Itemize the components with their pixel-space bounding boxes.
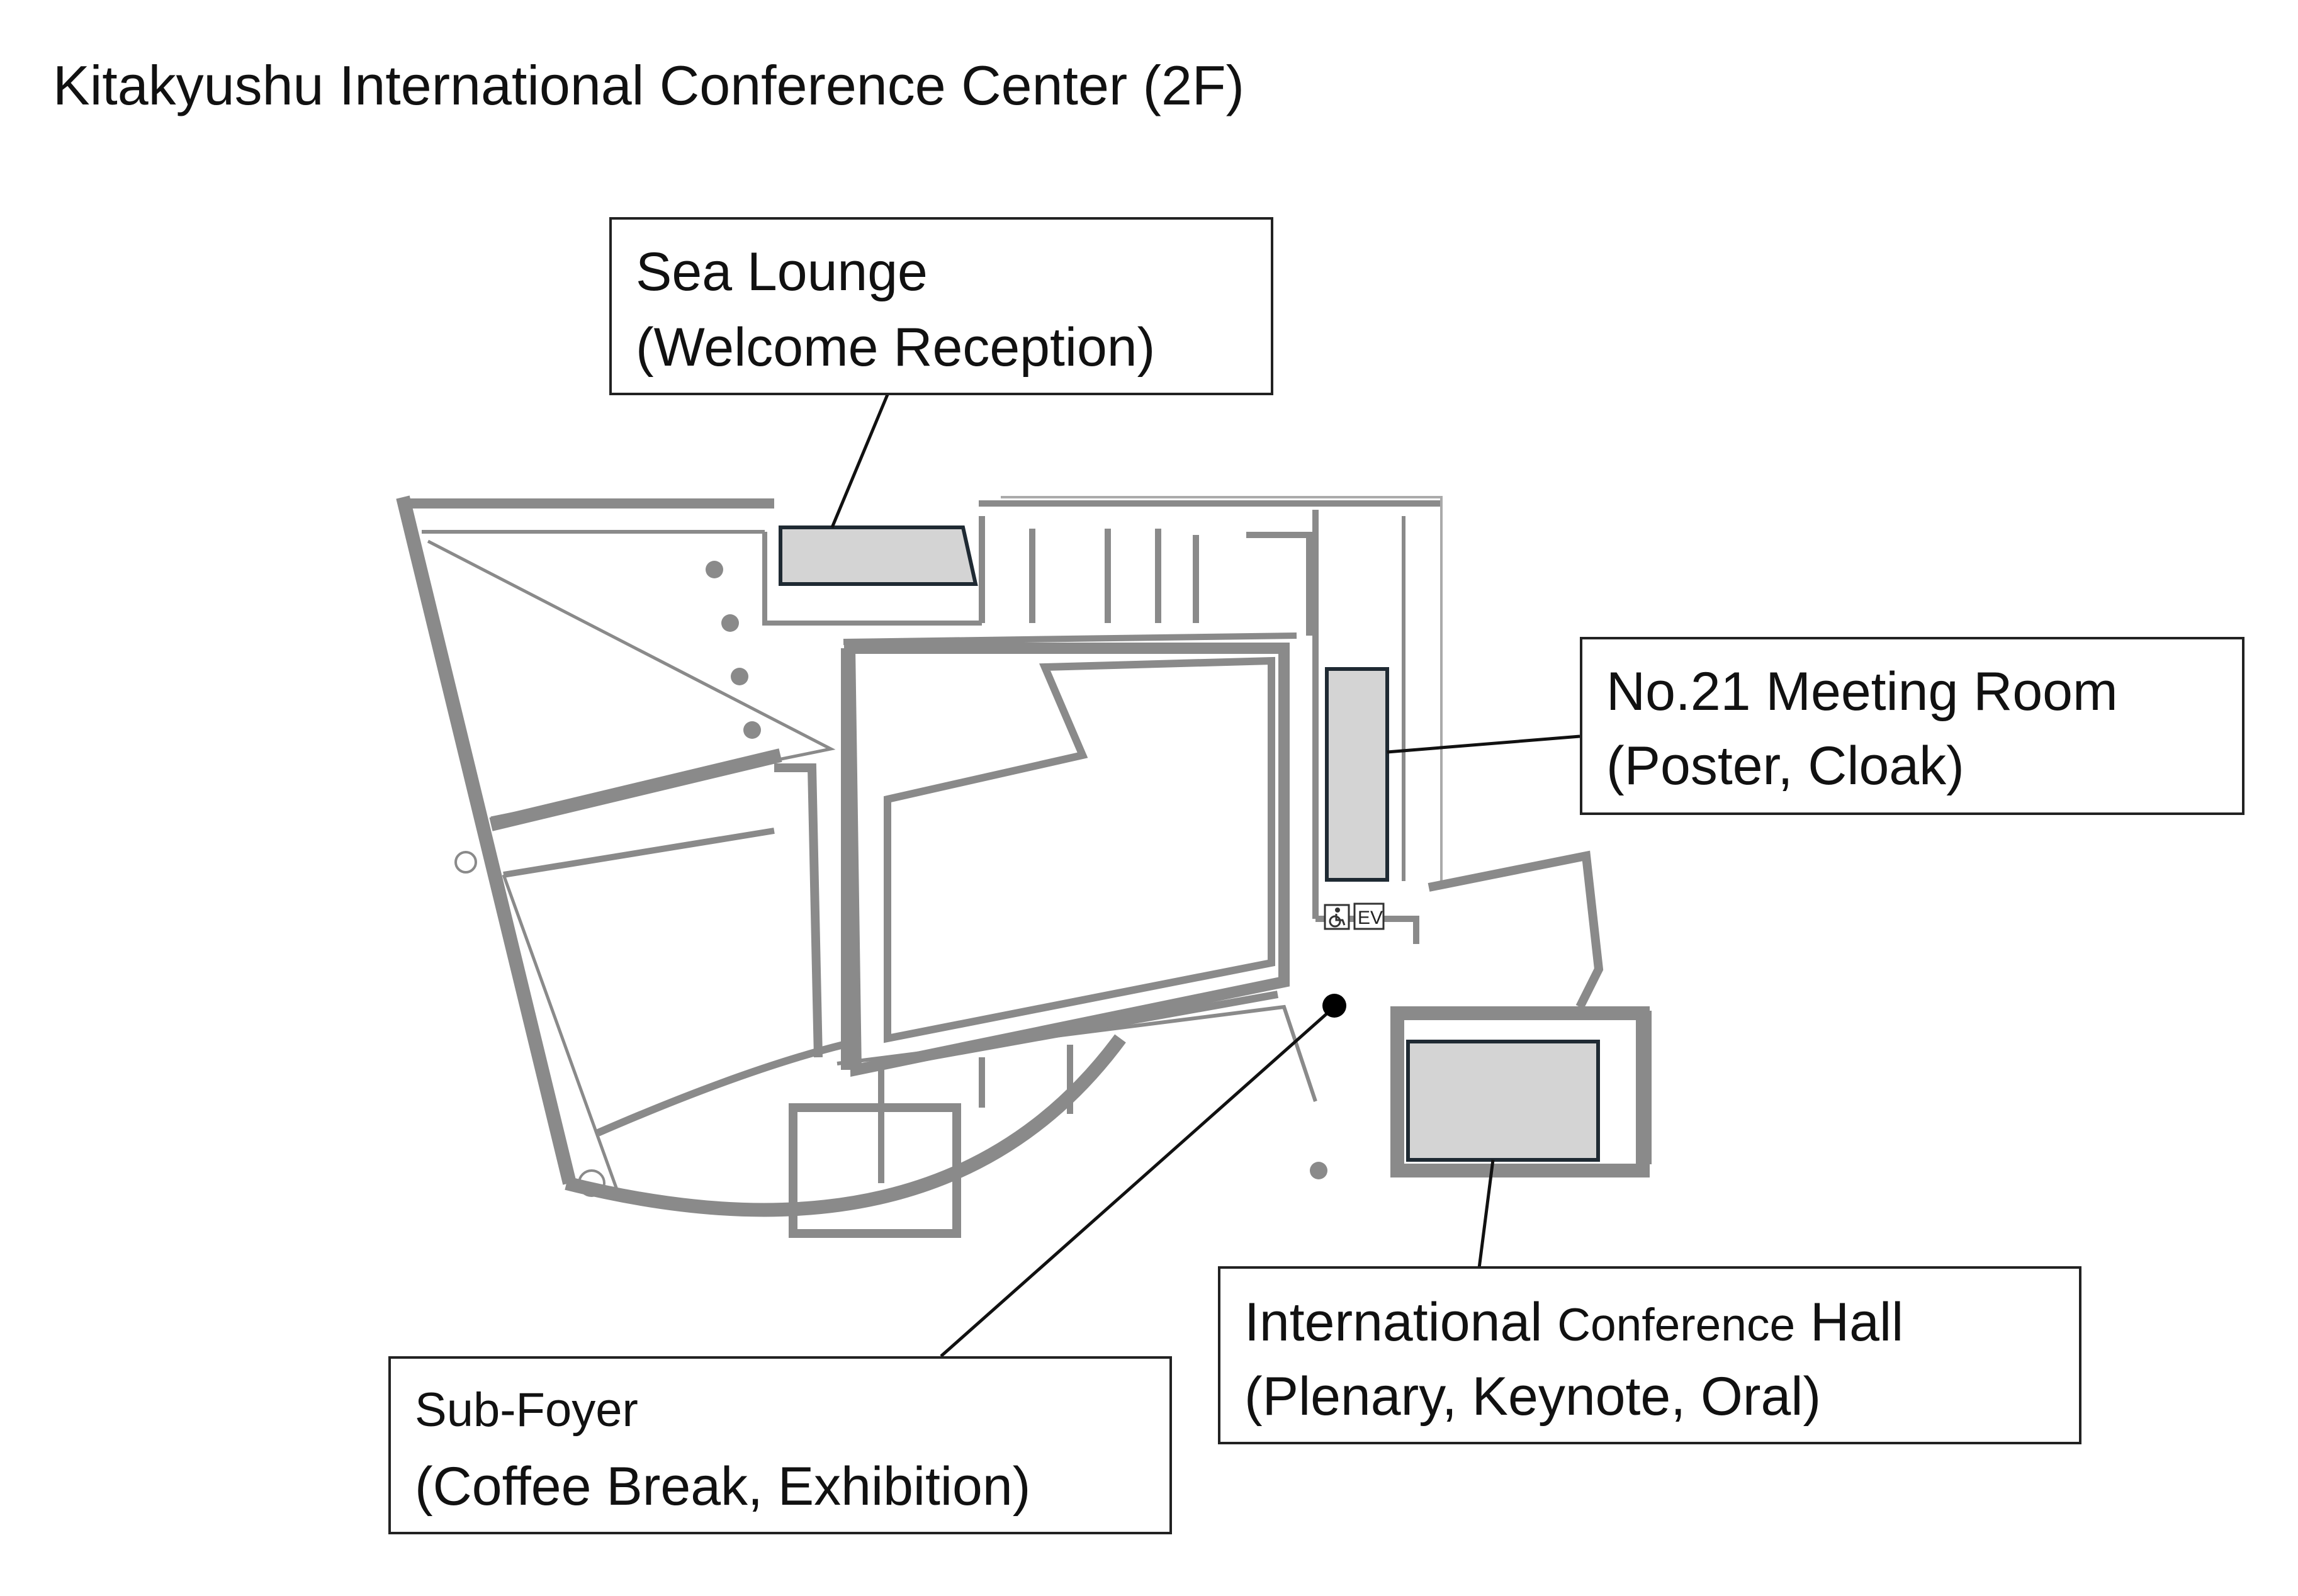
conference-hall-use: (Plenary, Keynote, Oral) [1244,1366,1822,1427]
meeting-room-21-name: No.21 Meeting Room [1606,661,2118,722]
conference-hall-room [1406,1040,1600,1162]
conference-hall-name-part2: Conference [1557,1300,1796,1351]
sub-foyer-use: (Coffee Break, Exhibition) [415,1456,1031,1517]
sub-foyer-name: Sub-Foyer [415,1383,638,1437]
sub-foyer-callout: Sub-Foyer (Coffee Break, Exhibition) [388,1356,1172,1534]
sea-lounge-callout: Sea Lounge (Welcome Reception) [609,217,1273,395]
sea-lounge-room [779,525,978,586]
columns [454,561,1327,1197]
meeting-room-21-callout: No.21 Meeting Room (Poster, Cloak) [1580,637,2244,815]
conference-hall-callout: International Conference Hall (Plenary, … [1218,1266,2081,1444]
page-title: Kitakyushu International Conference Cent… [53,54,1244,116]
wheelchair-icon [1324,904,1350,930]
meeting-room-21-use: (Poster, Cloak) [1606,736,1964,796]
elevator-icon [1353,902,1385,930]
building-walls [396,495,1652,1238]
location-marker-icon [1322,994,1346,1018]
elevator-label: EV [1358,908,1383,928]
meeting-room-21 [1325,667,1389,882]
callout-leader-lines [830,394,1580,1357]
conference-hall-name-part1: International [1244,1292,1543,1352]
conference-hall-name: International Conference Hall [1244,1295,1903,1349]
conference-hall-name-part3: Hall [1810,1292,1904,1352]
sea-lounge-use: (Welcome Reception) [636,317,1156,378]
sea-lounge-name: Sea Lounge [636,242,928,302]
